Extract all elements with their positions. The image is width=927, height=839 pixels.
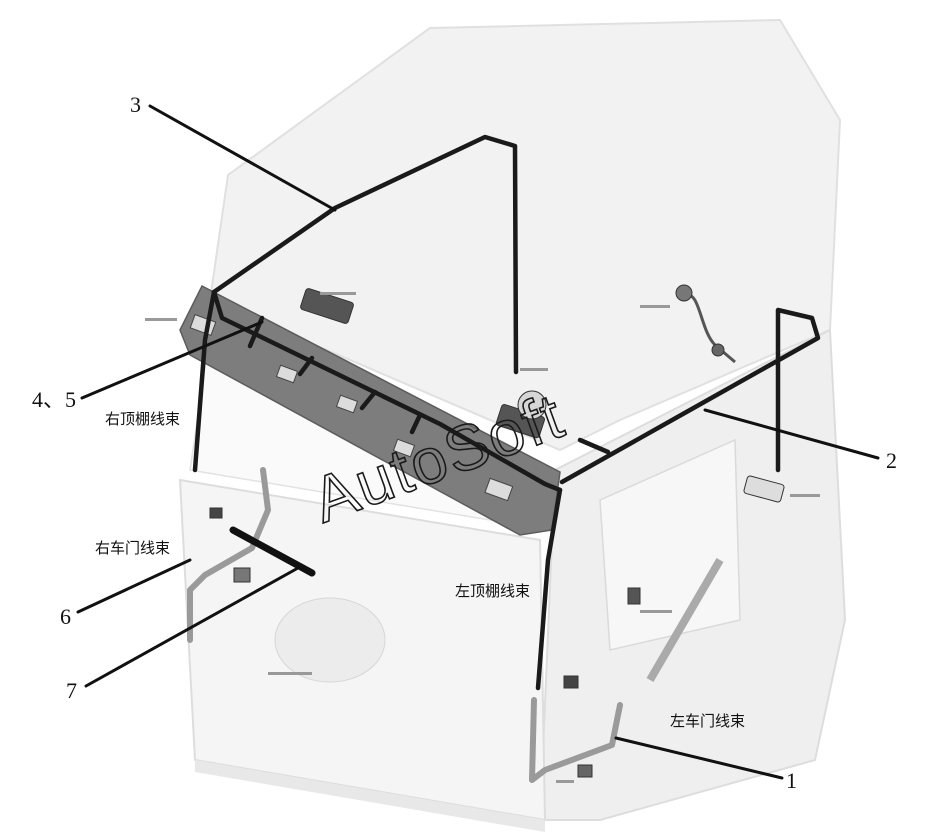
cab-bottom: [195, 760, 545, 832]
tiny-annotations: [145, 292, 820, 783]
callout-3: 3: [130, 92, 141, 117]
right-pillar-harness: [192, 289, 217, 473]
left-door-harness-route: [529, 697, 623, 783]
leader-4-5: [80, 320, 264, 400]
callout-4-5: 4、5: [32, 387, 76, 412]
speaker: [517, 390, 547, 420]
callout-2: 2: [886, 448, 897, 473]
harness-labels: 右顶棚线束 右车门线束 左顶棚线束 左车门线束: [95, 410, 745, 730]
panel-switch-3: [392, 438, 416, 458]
tiny-note-3: [520, 368, 548, 371]
tiny-note-2: [640, 305, 670, 308]
panel-lamps: [189, 314, 514, 502]
door-connector-b: [233, 567, 251, 583]
label-left-door-harness: 左车门线束: [670, 712, 745, 730]
callout-6: 6: [60, 604, 71, 629]
leader-2: [703, 408, 880, 460]
tiny-note-1: [320, 292, 356, 295]
leader-6: [76, 558, 192, 614]
harness-branch-5: [577, 437, 611, 455]
harness-branch-2: [297, 355, 315, 377]
components: [209, 284, 785, 778]
door-connector-a: [209, 507, 223, 519]
door-switch: [577, 764, 593, 778]
panel-switch-1: [275, 364, 299, 384]
harness-branch-3: [359, 389, 378, 411]
left-reading-lamp: [484, 477, 514, 502]
antenna-base: [675, 284, 693, 302]
right-reading-lamp: [189, 314, 217, 336]
right-door-harness-route: [187, 467, 271, 643]
door-harnesses: [187, 467, 623, 783]
harness-branch-4: [409, 412, 423, 435]
label-right-door-harness: 右车门线束: [95, 539, 170, 557]
callout-numbers: 3 4、5 2 6 7 1: [32, 92, 897, 793]
callout-7: 7: [66, 678, 77, 703]
cable-grommet: [711, 343, 725, 357]
harness-4-5-front-roof: [211, 289, 563, 493]
callout-1: 1: [786, 768, 797, 793]
window-lifter: [646, 557, 724, 683]
harness-3-roof: [211, 134, 519, 375]
left-door-connector-b: [627, 587, 641, 605]
left-pillar-harness: [535, 487, 563, 691]
leader-3: [148, 104, 337, 212]
roof-light-unit: [743, 475, 785, 503]
tiny-note-6: [640, 610, 672, 613]
harness-7-stub: [229, 526, 316, 577]
tiny-note-4: [145, 318, 177, 321]
harness-2-left-roof: [559, 307, 821, 485]
label-left-roof-harness: 左顶棚线束: [455, 582, 530, 600]
interior-lamp: [300, 288, 354, 324]
tiny-note-7: [268, 672, 312, 675]
panel-switch-2: [335, 394, 359, 414]
tiny-note-8: [556, 780, 574, 783]
tiny-note-5: [790, 494, 820, 497]
left-door-connector-a: [563, 675, 579, 689]
label-right-roof-harness: 右顶棚线束: [105, 410, 180, 428]
leader-7: [84, 566, 300, 688]
wheel-arch: [274, 597, 386, 683]
leader-lines: [76, 104, 880, 780]
leader-1: [614, 736, 784, 780]
